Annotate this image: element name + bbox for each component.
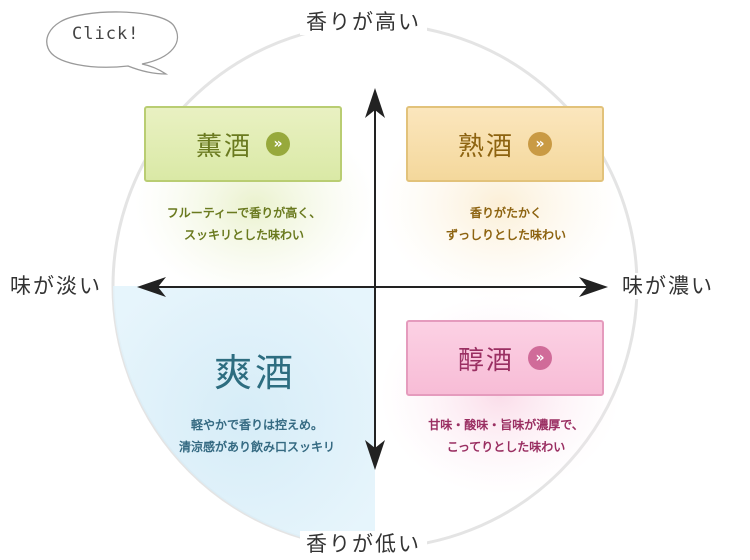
kunshu-desc-line1: フルーティーで香りが高く、	[166, 206, 322, 220]
junshu-desc-line2: こってりとした味わい	[446, 440, 566, 454]
click-label: Click!	[72, 24, 140, 44]
kunshu-title: 薫酒	[195, 131, 252, 162]
kunshu-button[interactable]: 薫酒 »	[144, 106, 342, 182]
soushu-quadrant[interactable]	[113, 286, 375, 548]
double-chevron-right-icon: »	[528, 132, 552, 156]
kunshu-description: フルーティーで香りが高く、 スッキリとした味わい	[144, 202, 344, 246]
jukushu-description: 香りがたかく ずっしりとした味わい	[406, 202, 606, 246]
junshu-button[interactable]: 醇酒 »	[406, 320, 604, 396]
junshu-title: 醇酒	[457, 345, 514, 376]
double-chevron-right-icon: »	[528, 346, 552, 370]
soushu-desc-line1: 軽やかで香りは控えめ。	[190, 418, 323, 432]
axis-label-bottom: 香りが低い	[300, 531, 427, 557]
soushu-title[interactable]: 爽酒	[213, 351, 296, 395]
axis-label-top: 香りが高い	[300, 9, 427, 35]
junshu-desc-line1: 甘味・酸味・旨味が濃厚で、	[428, 418, 584, 432]
arrow-up-icon	[365, 88, 385, 118]
jukushu-desc-line1: 香りがたかく	[469, 206, 542, 220]
soushu-description: 軽やかで香りは控えめ。 清涼感があり飲み口スッキリ	[152, 414, 362, 458]
double-chevron-right-icon: »	[266, 132, 290, 156]
jukushu-desc-line2: ずっしりとした味わい	[445, 228, 566, 242]
kunshu-desc-line2: スッキリとした味わい	[183, 228, 304, 242]
arrow-right-icon	[579, 277, 608, 297]
soushu-desc-line2: 清涼感があり飲み口スッキリ	[178, 440, 335, 454]
axis-label-right: 味が濃い	[618, 273, 718, 299]
jukushu-title: 熟酒	[457, 131, 514, 162]
arrow-left-icon	[137, 277, 166, 297]
junshu-description: 甘味・酸味・旨味が濃厚で、 こってりとした味わい	[396, 414, 616, 458]
arrow-down-icon	[365, 440, 385, 470]
speech-bubble-icon	[46, 11, 179, 75]
axis-label-left: 味が淡い	[6, 273, 106, 299]
jukushu-button[interactable]: 熟酒 »	[406, 106, 604, 182]
